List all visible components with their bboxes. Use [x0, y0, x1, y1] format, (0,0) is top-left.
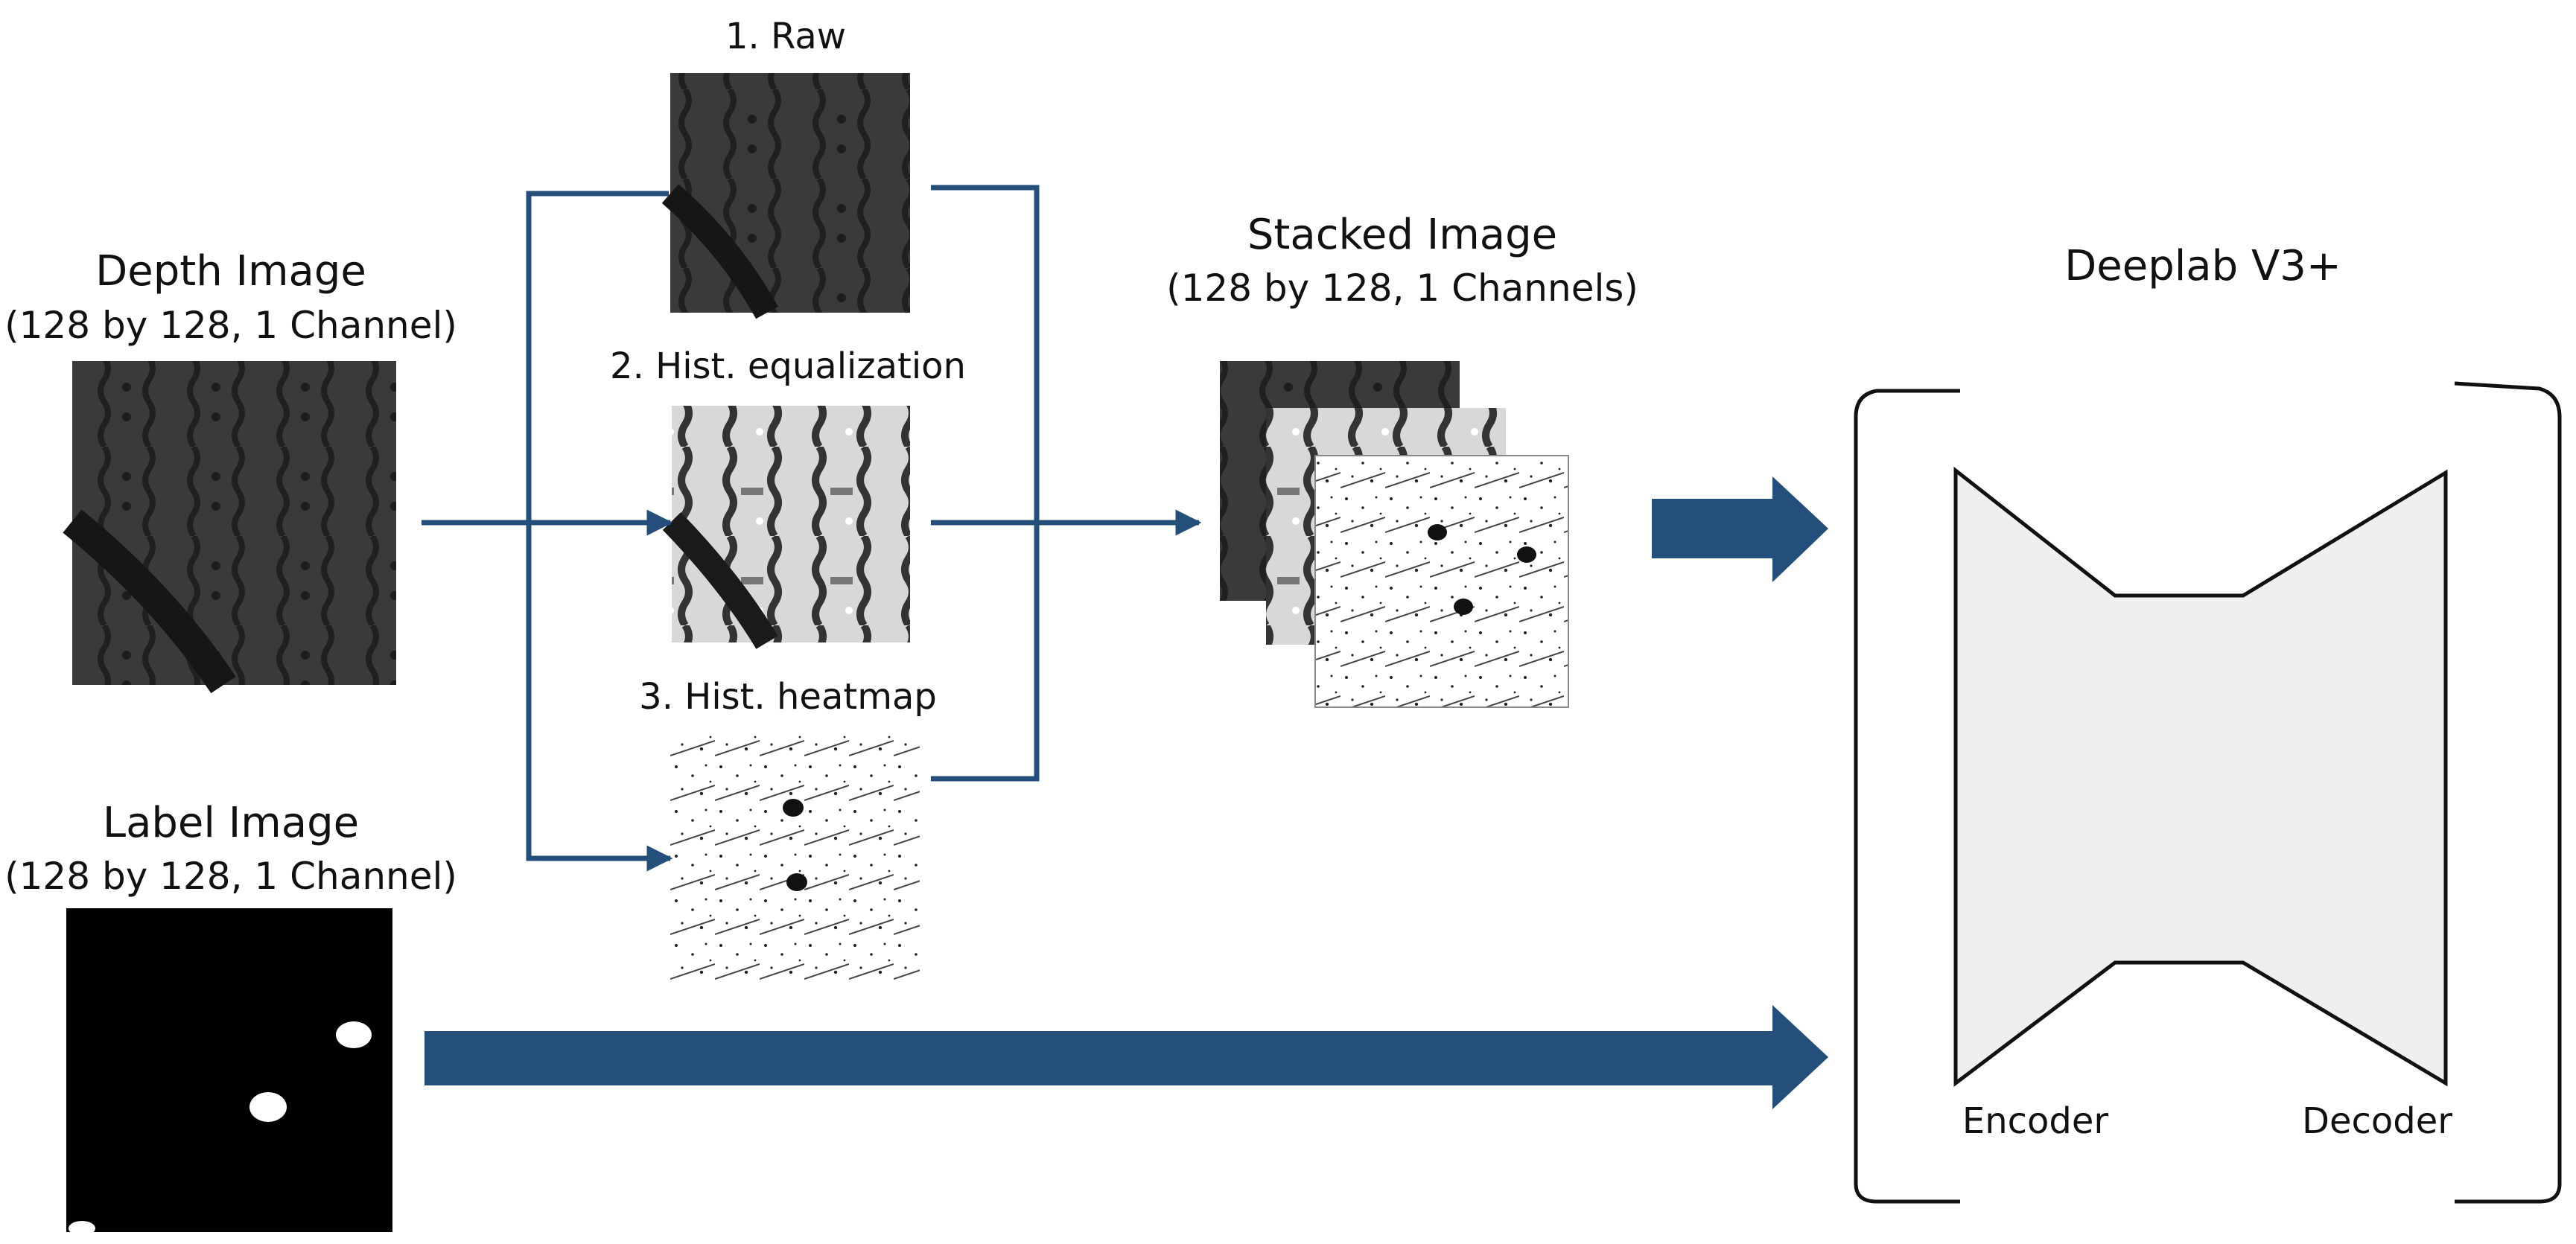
preprocess-heatmap-label: 3. Hist. heatmap — [639, 676, 937, 718]
arrow-label-to-model — [424, 1005, 1828, 1109]
raw-image-thumbnail — [661, 73, 910, 319]
preprocess-hist-eq-label: 2. Hist. equalization — [610, 345, 966, 387]
label-image-title: Label Image — [102, 799, 360, 847]
encoder-decoder-shape — [1953, 466, 2448, 1088]
label-mask-thumbnail — [66, 908, 392, 1236]
encoder-label: Encoder — [1962, 1100, 2109, 1142]
model-bracket — [1854, 381, 2562, 1204]
stacked-image-title: Stacked Image — [1247, 211, 1558, 259]
model-title: Deeplab V3+ — [2064, 242, 2341, 290]
arrow-to-model — [1652, 476, 1828, 582]
decoder-label: Decoder — [2302, 1100, 2452, 1142]
branch-connectors — [422, 185, 1202, 872]
depth-image-thumbnail — [63, 361, 396, 694]
hist-heatmap-thumbnail — [670, 733, 920, 983]
hist-equalized-thumbnail — [662, 406, 910, 649]
depth-image-subtitle: (128 by 128, 1 Channel) — [4, 304, 457, 347]
stacked-image-subtitle: (128 by 128, 1 Channels) — [1166, 267, 1638, 310]
depth-image-title: Depth Image — [95, 247, 366, 296]
stack-layer-heat — [1314, 455, 1569, 708]
stacked-images — [1220, 361, 1569, 708]
preprocess-raw-label: 1. Raw — [725, 16, 847, 57]
label-image-subtitle: (128 by 128, 1 Channel) — [4, 855, 457, 898]
